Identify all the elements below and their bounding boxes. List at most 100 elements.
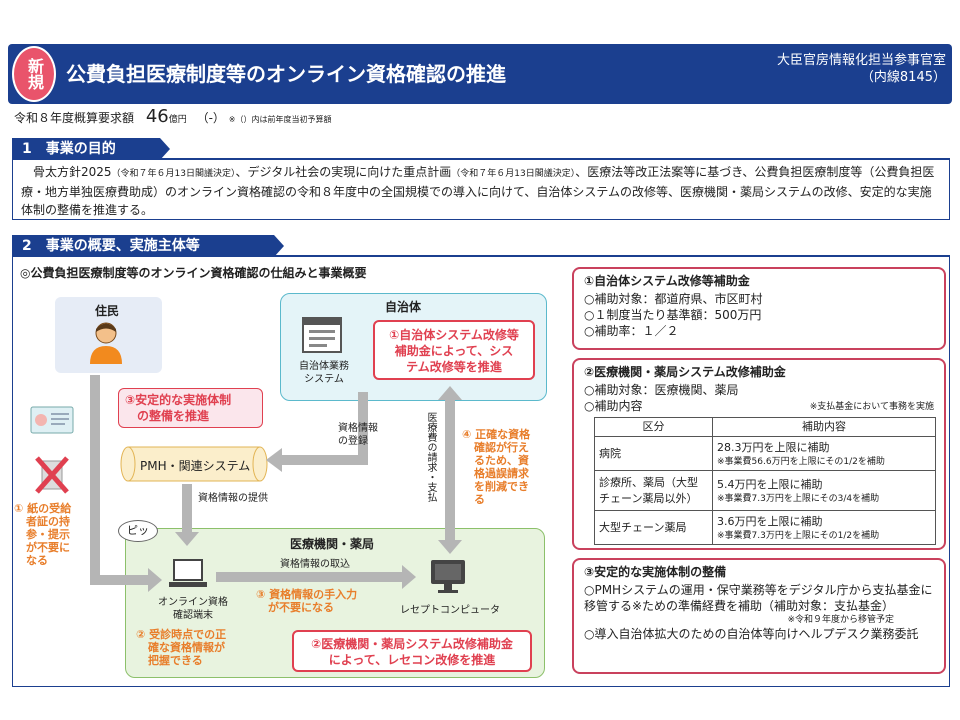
table-header: 区分 <box>594 417 713 437</box>
panel1-item: ○補助率：１／２ <box>584 324 679 338</box>
table-row: 診療所、薬局（大型チェーン薬局以外） 5.4万円を上限に補助※事業費7.3万円を… <box>594 470 936 511</box>
pmh-database-icon <box>120 446 268 482</box>
callout3-line2: の整備を推進 <box>137 409 210 423</box>
purpose-note-a: （令和７年６月13日閣議決定） <box>111 169 236 179</box>
section2-rule <box>12 255 950 257</box>
panel2-title: ②医療機関・薬局システム改修補助金 <box>584 365 786 379</box>
pip-bubble: ピッ <box>118 520 158 542</box>
subsidy-sub: ※事業費56.6万円を上限にその1/2を補助 <box>717 456 885 467</box>
purpose-note-b: （令和７年６月13日閣議決定） <box>451 169 576 179</box>
table-header: 補助内容 <box>712 417 936 437</box>
panel1-item: ○補助対象：都道府県、市区町村 <box>584 292 763 306</box>
no-card-icon <box>35 456 69 494</box>
person-icon <box>90 322 122 364</box>
section2-frame <box>12 257 950 687</box>
table-cell: 診療所、薬局（大型チェーン薬局以外） <box>594 470 713 511</box>
panel2-note: ※支払基金において事務を実施 <box>809 402 934 412</box>
register-arrow-horizontal <box>278 455 368 465</box>
municipal-system-icon <box>302 317 342 353</box>
pmh-label: PMH・関連システム <box>140 459 251 473</box>
medical-institution-label: 医療機関・薬局 <box>290 537 375 551</box>
insurance-card-icon <box>30 406 74 434</box>
section1-heading: 1 事業の目的 <box>12 138 170 160</box>
register-label: 資格情報 の登録 <box>338 422 378 448</box>
budget-prev: （-） <box>196 111 225 125</box>
fetch-label: 資格情報の取込 <box>280 559 350 570</box>
merit4-text: ④ 正確な資格 確認が行え るため、資 格過誤請求 を削減でき る <box>462 428 530 506</box>
table-row: 大型チェーン薬局 3.6万円を上限に補助 ※事業費7.3万円を上限にその1/2を補… <box>594 510 936 545</box>
merit3-text: ③ 資格情報の手入力 が不要になる <box>256 588 357 614</box>
callout-stable-system: ③安定的な実施体制 の整備を推進 <box>118 388 263 428</box>
subsidy-sub: ※事業費7.3万円を上限にその1/2を補助 <box>717 530 880 541</box>
subsidy-main: 3.6万円を上限に補助 <box>717 514 823 528</box>
fetch-arrow-head <box>402 565 416 589</box>
budget-line: 令和８年度概算要求額 46億円 （-） ※（）内は前年度当初予算額 <box>14 106 331 127</box>
new-badge: 新規 <box>12 46 56 102</box>
register-line2: の登録 <box>338 436 368 447</box>
page-title: 公費負担医療制度等のオンライン資格確認の推進 <box>66 62 506 86</box>
subsidy-main: 28.3万円を上限に補助 <box>717 440 830 454</box>
section2-heading: 2 事業の概要、実施主体等 <box>12 235 284 257</box>
callout2-line2: によって、レセコン改修を推進 <box>328 653 496 667</box>
merit1-line3: 参・提示 <box>26 528 70 541</box>
merit4-line1: ④ 正確な資格 <box>462 428 531 441</box>
panel1-title: ①自治体システム改修等補助金 <box>584 274 750 288</box>
table-cell: 28.3万円を上限に補助 ※事業費56.6万円を上限にその1/2を補助 <box>712 436 936 471</box>
department-name: 大臣官房情報化担当参事官室 <box>776 53 946 68</box>
panel1-item: ○１制度当たり基準額：500万円 <box>584 308 762 322</box>
panel3-item1-note: ※令和９年度から移管予定 <box>787 615 894 625</box>
provide-arrow-head <box>175 532 199 546</box>
panel2-item2: ○補助内容 <box>584 399 643 413</box>
claim-arrow-head-up <box>438 386 462 400</box>
municipal-system-line1: 自治体業務 <box>299 361 349 372</box>
merit1-line2: 者証の持 <box>26 515 70 528</box>
table-row: 病院 28.3万円を上限に補助 ※事業費56.6万円を上限にその1/2を補助 <box>594 436 936 471</box>
merit2-line3: 把握できる <box>148 654 203 667</box>
table-cell: 3.6万円を上限に補助 ※事業費7.3万円を上限にその1/2を補助 <box>712 510 936 545</box>
panel3-title: ③安定的な実施体制の整備 <box>584 565 727 579</box>
terminal-label: オンライン資格 確認端末 <box>150 596 236 622</box>
fetch-arrow-shaft <box>216 572 406 582</box>
subsidy-main: 5.4万円を上限に補助 <box>717 477 823 491</box>
section1-body: 骨太方針2025（令和７年６月13日閣議決定）、デジタル社会の実現に向けた重点計… <box>12 160 950 220</box>
callout1-line2: 補助金によって、シス <box>394 344 514 358</box>
purpose-text-c: 、医療法等改正法案等に基づき、公費負担医療制度等（公費負担医療・地方単独医療費助… <box>21 165 935 217</box>
merit3-line2: が不要になる <box>268 601 334 614</box>
resident-label: 住民 <box>95 304 120 318</box>
budget-note: ※（）内は前年度当初予算額 <box>228 115 332 124</box>
panel2-item1: ○補助対象：医療機関、薬局 <box>584 383 739 397</box>
municipal-system-label: 自治体業務 システム <box>294 360 354 386</box>
register-line1: 資格情報 <box>338 423 378 434</box>
resident-arrow-horizontal <box>90 575 152 585</box>
resident-arrow-head <box>148 568 162 592</box>
callout1-line1: ①自治体システム改修等 <box>389 328 519 342</box>
register-arrow-head <box>266 448 282 472</box>
claim-arrow-shaft <box>445 398 455 543</box>
table-cell: 大型チェーン薬局 <box>594 510 713 545</box>
municipality-label: 自治体 <box>385 300 422 314</box>
section1-rule <box>12 158 950 160</box>
merit4-line2: 確認が行え <box>474 441 529 454</box>
panel3-item1: ○PMHシステムの運用・保守業務等をデジタル庁から支払基金に移管する※ための準備… <box>584 583 933 613</box>
title-banner <box>8 44 952 104</box>
provide-arrow-shaft <box>182 484 192 534</box>
callout-medical-subsidy: ②医療機関・薬局システム改修補助金 によって、レセコン改修を推進 <box>292 630 532 672</box>
budget-label: 令和８年度概算要求額 <box>14 111 135 125</box>
merit4-line4: 格過誤請求 <box>474 467 529 480</box>
resident-arrow-vertical <box>90 375 100 585</box>
callout-municipal-subsidy: ①自治体システム改修等 補助金によって、シス テム改修等を推進 <box>373 320 535 380</box>
panel3-item2: ○導入自治体拡大のための自治体等向けヘルプデスク業務委託 <box>584 627 919 641</box>
claim-label: 医療費の請求・支払 <box>425 412 436 502</box>
terminal-line1: オンライン資格 <box>158 597 228 608</box>
table-cell: 5.4万円を上限に補助※事業費7.3万円を上限にその3/4を補助 <box>712 470 936 511</box>
extension-number: （内線8145） <box>860 70 946 85</box>
merit1-line4: が不要に <box>26 541 70 554</box>
panel-medical-subsidy: ②医療機関・薬局システム改修補助金 ○補助対象：医療機関、薬局 ○補助内容 ※支… <box>572 358 946 550</box>
purpose-text-a: 骨太方針2025 <box>21 165 112 179</box>
merit4-line3: るため、資 <box>474 454 529 467</box>
table-cell: 病院 <box>594 436 713 471</box>
municipal-system-line2: システム <box>304 374 344 385</box>
merit3-line1: ③ 資格情報の手入力 <box>256 588 358 601</box>
table-header-row: 区分 補助内容 <box>594 417 936 437</box>
laptop-icon <box>169 559 207 587</box>
